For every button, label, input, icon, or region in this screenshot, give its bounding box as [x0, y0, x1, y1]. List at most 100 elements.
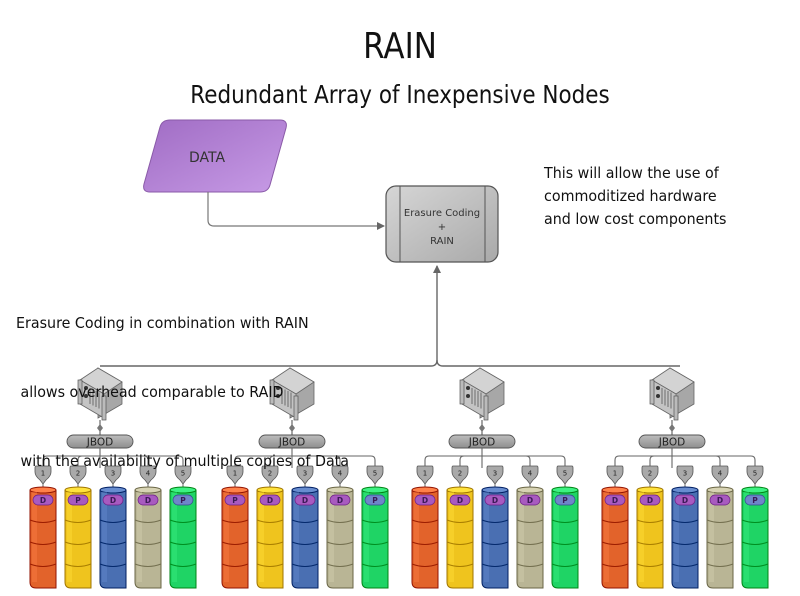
disk-role-badge: [224, 494, 246, 506]
disk-role-badge: [674, 494, 696, 506]
disk-drive: 3D: [481, 465, 509, 589]
jbod-controller: JBOD: [638, 434, 706, 449]
disk-role-label: D: [422, 496, 428, 505]
note-left-line: Erasure Coding in combination with RAIN: [16, 314, 309, 332]
disk-role-badge: [519, 494, 541, 506]
disk-number: 4: [528, 470, 533, 478]
core-box-line1: Erasure Coding: [404, 208, 480, 219]
disk-body: [291, 490, 319, 589]
disk-number: 1: [41, 470, 45, 478]
disk-drive: 1D: [411, 465, 439, 589]
disk-drive: 2D: [636, 465, 664, 589]
disk-number: 2: [76, 470, 80, 478]
connector-diamond-icon: [669, 424, 675, 432]
disk-number: 1: [423, 470, 427, 478]
disk-role-label: D: [110, 496, 116, 505]
disk-number-badge: [676, 465, 694, 485]
server-bus: [100, 265, 680, 367]
jbod-label: JBOD: [468, 437, 495, 449]
disk-body: [481, 490, 509, 589]
disk-role-label: D: [267, 496, 273, 505]
disk-drive: 4D: [326, 465, 354, 589]
disk-bus: [614, 455, 756, 468]
disk-body: [671, 490, 699, 589]
disk-number-badge: [331, 465, 349, 485]
disk-role-label: P: [75, 496, 81, 505]
connector-diamond-icon: [97, 424, 103, 432]
disk-number-badge: [556, 465, 574, 485]
disk-number-badge: [451, 465, 469, 485]
disk-role-badge: [102, 494, 124, 506]
disk-number: 1: [613, 470, 617, 478]
diagram-title: RAIN: [363, 26, 437, 67]
core-box-line3: RAIN: [430, 236, 454, 247]
jbod-label: JBOD: [658, 437, 685, 449]
disk-number-badge: [711, 465, 729, 485]
jbod-controller: JBOD: [66, 434, 134, 449]
disk-role-badge: [137, 494, 159, 506]
server-icon: [649, 367, 695, 421]
disk-role-label: D: [647, 496, 653, 505]
disk-role-badge: [67, 494, 89, 506]
disk-drive: 1D: [29, 465, 57, 589]
disk-body: [516, 490, 544, 589]
disk-drive: 4D: [516, 465, 544, 589]
disk-drive: 5P: [361, 465, 389, 589]
disk-role-badge: [414, 494, 436, 506]
jbod-controller: JBOD: [448, 434, 516, 449]
disk-drive: 2P: [64, 465, 92, 589]
disk-drive: 3D: [671, 465, 699, 589]
disk-drive: 4D: [134, 465, 162, 589]
data-node-label: DATA: [189, 150, 225, 166]
disk-number-badge: [261, 465, 279, 485]
disk-role-badge: [259, 494, 281, 506]
note-erasure-coding: Erasure Coding in combination with RAIN …: [16, 266, 349, 496]
note-right-line: and low cost components: [544, 210, 727, 228]
disk-body: [706, 490, 734, 589]
disk-number: 2: [458, 470, 462, 478]
disk-bus: [234, 455, 376, 468]
disk-body: [446, 490, 474, 589]
disk-drive: 1P: [221, 465, 249, 589]
disk-number: 2: [648, 470, 652, 478]
disk-number-badge: [606, 465, 624, 485]
disk-body: [636, 490, 664, 589]
disk-bus: [424, 455, 566, 468]
disk-drive: 2D: [446, 465, 474, 589]
disk-role-badge: [294, 494, 316, 506]
disk-drive: 2D: [256, 465, 284, 589]
disk-drive: 5P: [551, 465, 579, 589]
server-icon: [77, 367, 123, 421]
disk-role-badge: [709, 494, 731, 506]
disk-number-badge: [139, 465, 157, 485]
disk-number: 1: [233, 470, 237, 478]
disk-body: [29, 490, 57, 589]
disk-role-label: D: [337, 496, 343, 505]
disk-body: [221, 490, 249, 589]
jbod-controller: JBOD: [258, 434, 326, 449]
note-commodity-hardware: This will allow the use of commoditized …: [544, 162, 726, 231]
disk-number-badge: [296, 465, 314, 485]
disk-role-label: D: [682, 496, 688, 505]
erasure-coding-rain-box: Erasure Coding + RAIN: [385, 185, 499, 263]
disk-number-badge: [226, 465, 244, 485]
note-right-line: commoditized hardware: [544, 187, 717, 205]
disk-role-label: D: [302, 496, 308, 505]
disk-body: [64, 490, 92, 589]
disk-body: [551, 490, 579, 589]
disk-role-label: P: [232, 496, 238, 505]
disk-number: 3: [303, 470, 307, 478]
note-right-line: This will allow the use of: [544, 164, 719, 182]
note-left-line: allows overhead comparable to RAID: [16, 383, 284, 401]
server-icon: [269, 367, 315, 421]
disk-number-badge: [69, 465, 87, 485]
disk-drive: 1D: [601, 465, 629, 589]
disk-body: [411, 490, 439, 589]
disk-role-badge: [639, 494, 661, 506]
disk-body: [601, 490, 629, 589]
disk-number: 4: [146, 470, 151, 478]
disk-role-label: D: [717, 496, 723, 505]
